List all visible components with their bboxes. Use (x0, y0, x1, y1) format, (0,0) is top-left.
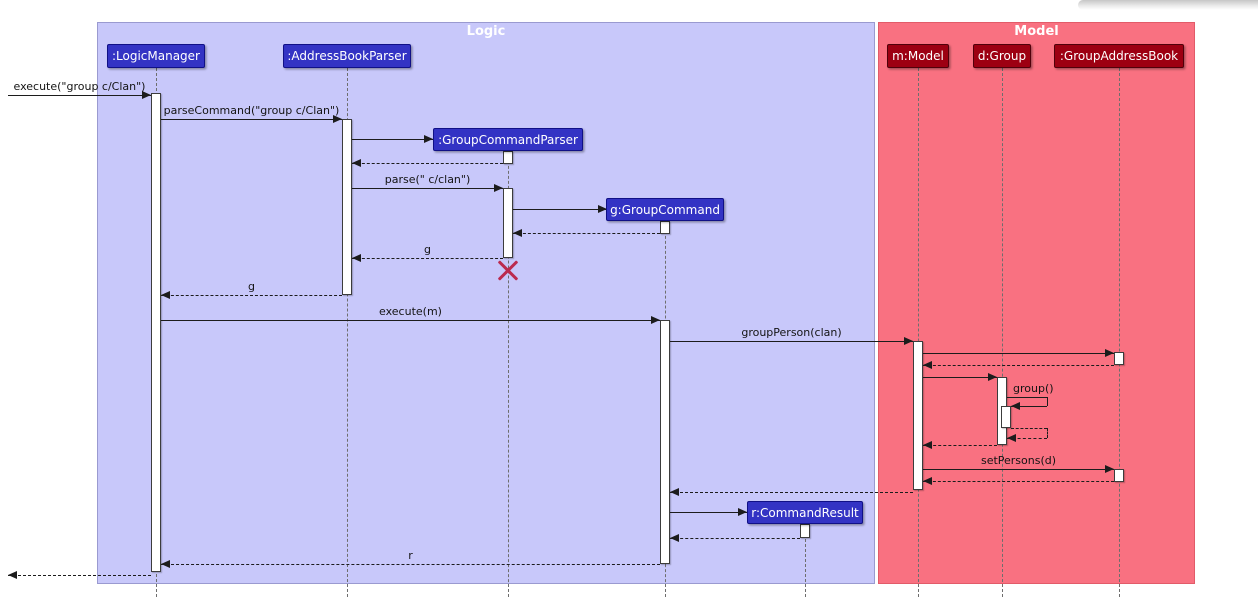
msg-return-to-group-command-parser-line (513, 233, 660, 234)
msg-create-command-result-line (670, 512, 747, 513)
lifeline-address-book-parser (347, 68, 348, 597)
msg-return-r-arrowhead (161, 560, 170, 568)
frame-model (878, 22, 1195, 584)
msg-execute-m-line (161, 320, 660, 321)
activation-command-result (800, 524, 810, 538)
msg-return-from-model-line (670, 492, 913, 493)
msg-return-from-group-arrowhead (923, 441, 932, 449)
msg-return-to-address-book-parser-1-line (352, 163, 503, 164)
msg-return-g-to-logic-manager-line (161, 295, 342, 296)
msg-set-persons-label: setPersons(d) (980, 454, 1057, 467)
activation-group-command-parser-2 (503, 188, 513, 258)
msg-execute-group-arrowhead (142, 91, 151, 99)
lifeline-group-command-parser (508, 151, 509, 597)
msg-create-group-command-line (513, 209, 607, 210)
lifeline-model (918, 68, 919, 597)
msg-group-self-return-bottom (1007, 438, 1047, 439)
msg-group-person-line (670, 341, 913, 342)
msg-return-from-command-result-line (670, 538, 800, 539)
activation-model (913, 341, 923, 490)
msg-group-self-return-top (1011, 428, 1047, 429)
msg-return-r-label: r (408, 549, 413, 562)
lifeline-group-address-book (1119, 68, 1120, 597)
msg-execute-group-label: execute("group c/Clan") (13, 80, 146, 93)
participant-address-book-parser: :AddressBookParser (283, 44, 411, 68)
msg-set-persons-line (923, 469, 1114, 470)
msg-group-self-bottom (1011, 406, 1047, 407)
activation-group-command-parser-1 (503, 151, 513, 164)
lifeline-command-result (805, 524, 806, 597)
participant-command-result: r:CommandResult (747, 501, 863, 524)
msg-parse-command-label: parseCommand("group c/Clan") (163, 104, 340, 117)
participant-logic-manager: :LogicManager (107, 44, 205, 68)
msg-return-to-group-command-parser-arrowhead (513, 229, 522, 237)
participant-group: d:Group (973, 44, 1031, 68)
frame-logic (97, 22, 875, 584)
msg-group-self-return-side (1047, 428, 1048, 438)
msg-to-group-arrowhead (988, 373, 997, 381)
msg-to-group-address-book-line (923, 353, 1114, 354)
msg-return-g-to-logic-manager-label: g (248, 280, 255, 293)
participant-model: m:Model (887, 44, 949, 68)
msg-return-from-group-address-book-1-arrowhead (923, 361, 932, 369)
msg-return-g-to-logic-manager-arrowhead (161, 291, 170, 299)
frame-title-logic: Logic (466, 24, 506, 39)
participant-group-command-parser: :GroupCommandParser (433, 128, 583, 151)
activation-group-command-2 (660, 320, 670, 564)
activation-logic-manager (151, 93, 161, 572)
msg-group-person-arrowhead (904, 337, 913, 345)
window-shadow-artifact (1078, 0, 1258, 10)
msg-parse-command-line (161, 119, 342, 120)
msg-create-command-result-arrowhead (738, 508, 747, 516)
msg-return-from-group-address-book-1-line (923, 365, 1114, 366)
msg-execute-m-label: execute(m) (379, 305, 442, 318)
msg-return-from-group-line (923, 445, 997, 446)
participant-group-address-book: :GroupAddressBook (1054, 44, 1184, 68)
msg-parse-label: parse(" c/clan") (384, 173, 471, 186)
msg-return-from-command-result-arrowhead (670, 534, 679, 542)
msg-execute-m-arrowhead (651, 316, 660, 324)
msg-return-from-model-arrowhead (670, 488, 679, 496)
msg-return-to-address-book-parser-1-arrowhead (352, 159, 361, 167)
msg-return-g-to-address-book-parser-line (352, 258, 503, 259)
activation-group-command-1 (660, 221, 670, 234)
activation-group-address-book-1 (1114, 352, 1124, 365)
msg-group-person-label: groupPerson(clan) (741, 326, 842, 339)
msg-return-g-to-address-book-parser-arrowhead (352, 254, 361, 262)
msg-parse-line (352, 188, 503, 189)
msg-set-persons-arrowhead (1105, 465, 1114, 473)
msg-to-group-line (923, 377, 997, 378)
msg-execute-group-line (8, 95, 151, 96)
msg-group-self-top (1007, 397, 1047, 398)
activation-address-book-parser (342, 119, 352, 295)
frame-title-model: Model (1014, 24, 1059, 39)
msg-return-r-line (161, 564, 660, 565)
msg-create-group-command-parser-arrowhead (424, 135, 433, 143)
msg-return-from-group-address-book-2-line (923, 481, 1114, 482)
msg-create-group-command-arrowhead (598, 205, 607, 213)
msg-create-group-command-parser-line (352, 139, 433, 140)
participant-group-command: g:GroupCommand (606, 198, 724, 221)
activation-group-nested (1001, 406, 1011, 428)
msg-to-group-address-book-arrowhead (1105, 349, 1114, 357)
msg-return-exit-arrowhead (8, 571, 17, 579)
msg-group-self-return-arrowhead (1007, 434, 1016, 442)
msg-return-g-to-address-book-parser-label: g (424, 243, 431, 256)
msg-return-exit-line (8, 575, 151, 576)
msg-group-self-label: group() (1013, 382, 1054, 395)
lifeline-group (1002, 68, 1003, 597)
msg-parse-arrowhead (494, 184, 503, 192)
msg-group-self-arrowhead (1011, 402, 1020, 410)
activation-group-address-book-2 (1114, 469, 1124, 482)
msg-parse-command-arrowhead (333, 115, 342, 123)
msg-return-from-group-address-book-2-arrowhead (923, 477, 932, 485)
msg-group-self-side (1047, 397, 1048, 406)
